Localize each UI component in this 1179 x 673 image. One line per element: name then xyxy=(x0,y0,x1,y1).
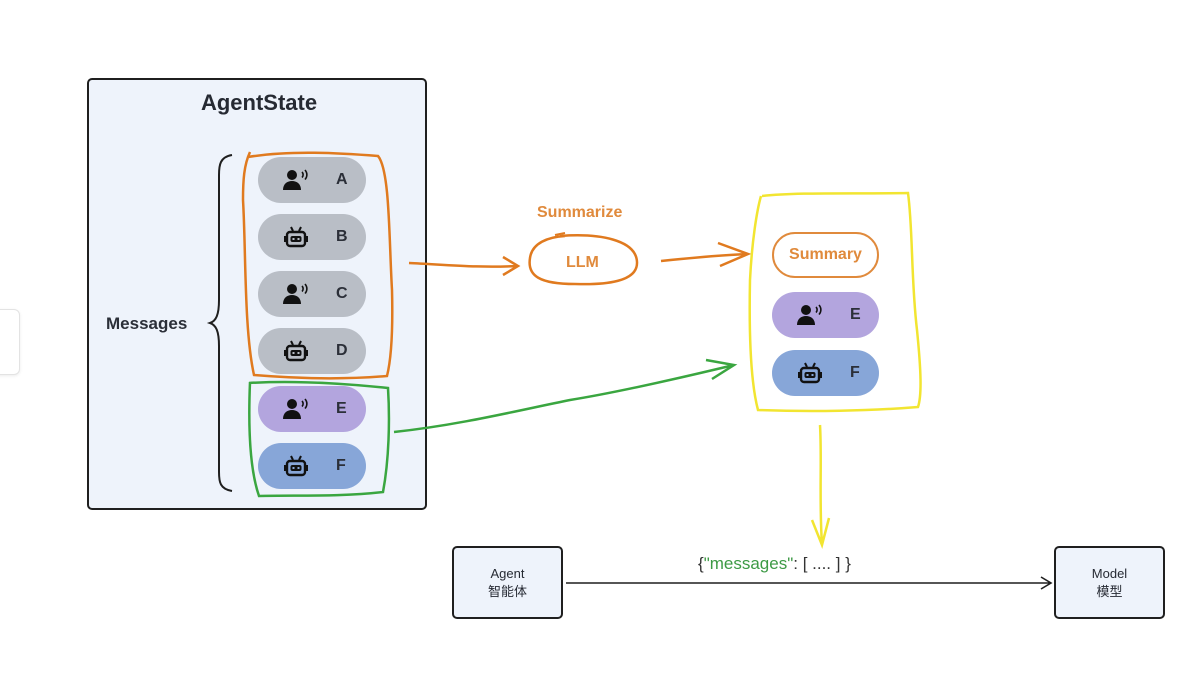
robot-icon xyxy=(282,226,310,248)
agent-state-title: AgentState xyxy=(200,90,318,115)
message-pill-c: C xyxy=(258,271,366,317)
orange-group-outline xyxy=(241,151,394,380)
payload-rest: : [ .... ] } xyxy=(793,554,851,573)
model-box: Model 模型 xyxy=(1054,546,1165,619)
model-label-zh: 模型 xyxy=(1096,583,1123,599)
robot-icon xyxy=(282,340,310,362)
yellow-group-outline xyxy=(748,191,922,413)
message-pill-a: A xyxy=(258,157,366,203)
green-group-outline xyxy=(248,380,391,498)
payload-key: "messages" xyxy=(703,554,794,573)
agent-state-box: AgentState xyxy=(87,78,427,510)
summarize-label: Summarize xyxy=(537,204,623,221)
message-pill-d: D xyxy=(258,328,366,374)
model-label: Model xyxy=(1091,565,1128,581)
message-pill-e: E xyxy=(258,386,366,432)
message-pill-f: F xyxy=(258,443,366,489)
message-id: E xyxy=(850,306,861,323)
result-message-pill-e: E xyxy=(772,292,879,338)
messages-label: Messages xyxy=(106,314,188,333)
agent-to-model-arrow xyxy=(566,576,1053,590)
user-speaking-icon xyxy=(282,398,310,420)
result-message-pill-f: F xyxy=(772,350,879,396)
user-speaking-icon xyxy=(796,304,824,326)
agent-box: Agent 智能体 xyxy=(452,546,563,619)
message-id: B xyxy=(336,228,348,245)
agent-label: Agent xyxy=(490,565,525,581)
message-id: E xyxy=(336,400,347,417)
llm-label: LLM xyxy=(566,254,599,271)
orange-arrow-to-llm xyxy=(408,255,521,277)
llm-ellipse-tick xyxy=(554,232,566,236)
agent-label-zh: 智能体 xyxy=(487,583,527,599)
message-id: F xyxy=(850,364,860,381)
message-id: D xyxy=(336,342,348,359)
summary-pill: Summary xyxy=(772,232,879,278)
message-id: C xyxy=(336,285,348,302)
messages-brace xyxy=(206,154,233,492)
user-speaking-icon xyxy=(282,169,310,191)
payload-label: {"messages": [ .... ] } xyxy=(698,554,851,574)
yellow-arrow-down xyxy=(810,424,831,550)
robot-icon xyxy=(796,362,824,384)
message-id: A xyxy=(336,171,348,188)
green-arrow-to-result xyxy=(393,358,738,434)
message-pill-b: B xyxy=(258,214,366,260)
side-panel-tab[interactable] xyxy=(0,309,20,375)
orange-arrow-to-result xyxy=(660,241,752,268)
payload-open-brace: { xyxy=(698,554,704,573)
user-speaking-icon xyxy=(282,283,310,305)
message-id: F xyxy=(336,457,346,474)
llm-ellipse xyxy=(528,234,639,286)
robot-icon xyxy=(282,455,310,477)
